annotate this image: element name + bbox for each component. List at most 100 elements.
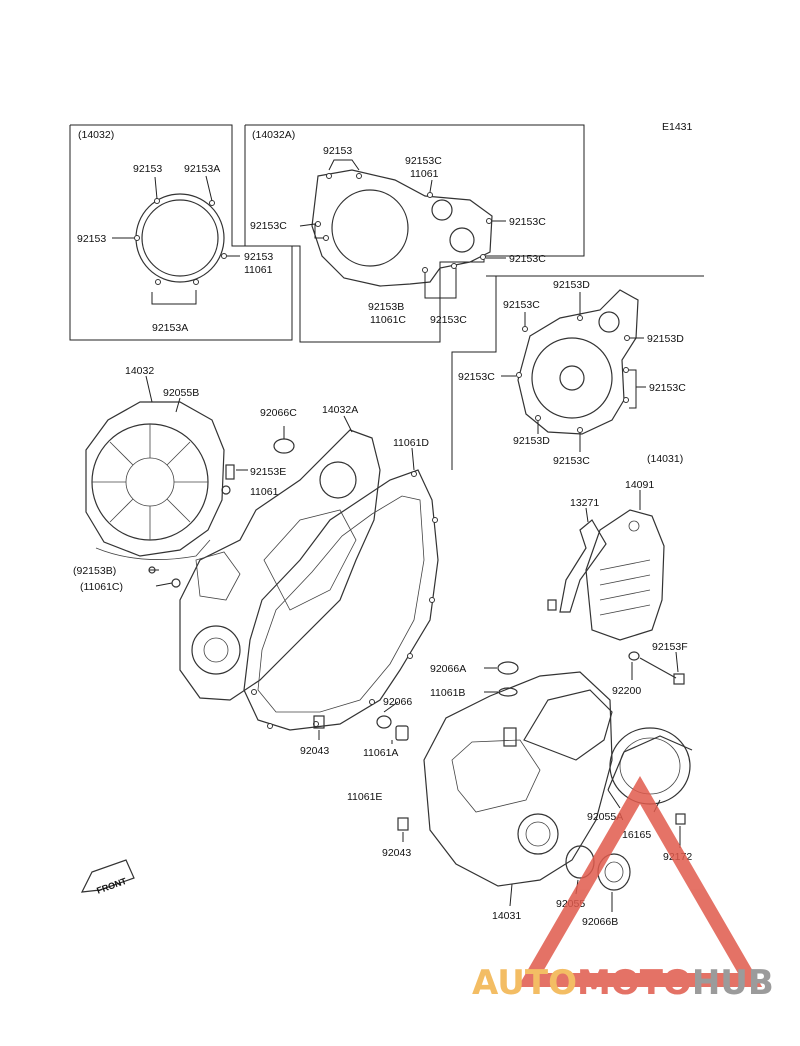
- callout-14032: 14032: [125, 365, 154, 377]
- inspection-cap-16165: [609, 727, 691, 805]
- label-92153C: 92153C: [458, 371, 495, 383]
- bolt-hole: [154, 198, 160, 204]
- clutch-cover-14032: [85, 401, 225, 560]
- label-92153: 92153: [77, 233, 106, 245]
- bolt-92153F: [639, 657, 677, 679]
- label-92153C: 92153C: [509, 253, 546, 265]
- label-11061: 11061: [244, 264, 273, 276]
- front-direction-arrow: FRONT: [80, 859, 135, 896]
- cap-edge: [607, 735, 693, 791]
- front-arrow-label: FRONT: [95, 876, 128, 896]
- bolt-92172: [675, 813, 686, 825]
- callout-92043b: 92043: [382, 847, 411, 859]
- callout-11061C: (11061C): [80, 581, 123, 593]
- stator-cover-14091: [585, 509, 665, 641]
- gasket-bore: [331, 189, 409, 267]
- filler-neck: [503, 727, 517, 747]
- callout-11061D: 11061D: [393, 437, 429, 449]
- callout-11061A: 11061A: [363, 747, 398, 759]
- bracket-13271: [559, 519, 607, 613]
- callout-92066A: 92066A: [430, 663, 466, 675]
- label-92153D: 92153D: [553, 279, 590, 291]
- callout-92066C: 92066C: [260, 407, 297, 419]
- gasket-port: [449, 227, 475, 253]
- callout-92066B: 92066B: [582, 916, 618, 928]
- crankcase-cover-boss: [191, 625, 241, 675]
- inset-c-left-rule: [451, 276, 497, 470]
- watermark-triangle-icon: [517, 776, 763, 987]
- plug: [395, 725, 409, 741]
- callout-92153F: 92153F: [652, 641, 688, 653]
- bolt-hole: [221, 253, 227, 259]
- callout-92055A: 92055A: [587, 811, 623, 823]
- label-92153C: 92153C: [430, 314, 467, 326]
- label-92153D: 92153D: [647, 333, 684, 345]
- callout-92153E: 92153E: [250, 466, 286, 478]
- callout-11061E: 11061E: [347, 791, 382, 803]
- bolt: [225, 464, 235, 480]
- label-92153D: 92153D: [513, 435, 550, 447]
- label-92153C: 92153C: [405, 155, 442, 167]
- gasket-11061D: [243, 469, 439, 731]
- callout-11061B: 11061B: [430, 687, 465, 699]
- label-92153C: 92153C: [503, 299, 540, 311]
- bolt-hole: [155, 279, 161, 285]
- washer: [221, 485, 231, 495]
- watermark-logo: AUTOMOTOHUB: [472, 776, 774, 1003]
- bolt-hole: [209, 200, 215, 206]
- inset-b-title: (14032A): [252, 129, 295, 141]
- dowel-pin: [313, 715, 325, 729]
- callout-14091: 14091: [625, 479, 654, 491]
- watermark-moto: MOTO: [577, 963, 692, 1003]
- callout-13271: 13271: [570, 497, 599, 509]
- inset-a-title: (14032): [78, 129, 114, 141]
- cover-gasket-hub: [559, 365, 585, 391]
- callout-14032A: 14032A: [322, 404, 358, 416]
- bolt-hole: [193, 279, 199, 285]
- watermark-auto: AUTO: [472, 963, 577, 1003]
- bolt-hole: [134, 235, 140, 241]
- label-11061: 11061: [410, 168, 439, 180]
- round-gasket-outline: [135, 193, 225, 283]
- washer: [376, 715, 392, 729]
- crankcase-cover-port: [319, 461, 357, 499]
- inset-14032: (14032) 92153 92153A 92153 92153 11061 9…: [69, 124, 293, 341]
- large-gasket-outline: [243, 469, 439, 731]
- right-cover-boss: [517, 813, 559, 855]
- dowel-pin: [397, 817, 409, 831]
- right-cover-cup: [523, 689, 613, 761]
- label-11061C: 11061C: [370, 314, 406, 326]
- watermark-text: AUTOMOTOHUB: [472, 963, 774, 1003]
- watermark-hub: HUB: [692, 963, 774, 1003]
- oil-seal-92066C: [273, 438, 295, 454]
- gasket-port: [431, 199, 453, 221]
- bolt: [547, 599, 557, 611]
- cover-gasket-outline: [517, 289, 639, 435]
- clutch-cover-outline: [85, 401, 225, 557]
- cover-gasket-bore: [531, 337, 613, 419]
- label-92153: 92153: [244, 251, 273, 263]
- stator-cover-outline: [585, 509, 665, 641]
- oring-11061B: [498, 687, 518, 697]
- crankcase-cover-outline: [179, 429, 381, 701]
- cover-gasket-port: [598, 311, 620, 333]
- washer: [171, 578, 181, 588]
- callout-92200: 92200: [612, 685, 641, 697]
- diagram-code: E1431: [662, 121, 693, 133]
- round-gasket-inner: [141, 199, 219, 277]
- front-arrow-shape: [80, 859, 135, 893]
- bolt-head: [673, 673, 685, 685]
- right-cover-14031: [423, 671, 613, 887]
- inset-c-title: (14031): [647, 453, 683, 465]
- label-92153B: 92153B: [368, 301, 404, 313]
- inset-14031: 92153D 92153C 92153D 92153C 92153C 92153…: [451, 275, 704, 470]
- label-92153C: 92153C: [649, 382, 686, 394]
- label-92153A: 92153A: [184, 163, 220, 175]
- inset-b-frame: [244, 124, 585, 343]
- collar-92200: [628, 651, 640, 661]
- label-92153: 92153: [323, 145, 352, 157]
- callout-92055B: 92055B: [163, 387, 199, 399]
- callout-92066: 92066: [383, 696, 412, 708]
- label-92153C: 92153C: [509, 216, 546, 228]
